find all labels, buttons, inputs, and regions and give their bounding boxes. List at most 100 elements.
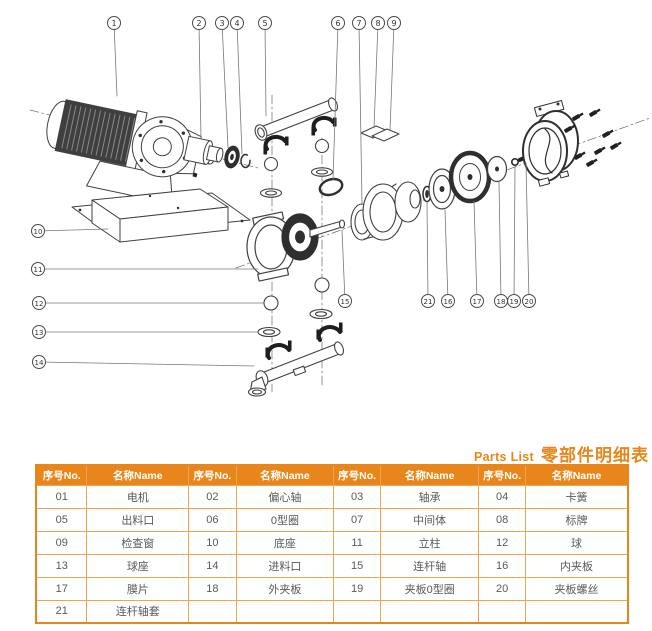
part-name-cell: 连杆轴套: [86, 599, 190, 624]
part-number-cell: [188, 599, 237, 624]
svg-text:17: 17: [473, 298, 482, 306]
svg-text:21: 21: [424, 298, 433, 306]
svg-text:14: 14: [35, 359, 44, 367]
part-number-cell: 09: [35, 530, 88, 555]
table-header-cell: 名称Name: [380, 464, 480, 486]
part-number-cell: 07: [333, 507, 382, 532]
parts-list-title-en: Parts List: [474, 450, 534, 464]
part-name-cell: 卡簧: [525, 484, 629, 509]
callout-3: 3: [215, 16, 229, 149]
part-name-cell: 膜片: [86, 576, 190, 601]
part-number-cell: 14: [188, 553, 237, 578]
part-name-cell: 球: [525, 530, 629, 555]
svg-text:4: 4: [234, 19, 239, 28]
callout-15: 15: [338, 229, 352, 308]
svg-text:8: 8: [375, 19, 380, 28]
callout-6: 6: [331, 16, 345, 181]
callout-9: 9: [387, 16, 401, 132]
callout-14: 14: [32, 355, 255, 369]
part-name-cell: 0型圈: [235, 507, 335, 532]
callout-10: 10: [31, 224, 109, 238]
callout-16: 16: [441, 209, 455, 308]
part-name-cell: 底座: [235, 530, 335, 555]
inspection-window: [371, 128, 400, 142]
inlet-pipe: [247, 322, 345, 397]
part-number-cell: 21: [35, 599, 88, 624]
part-name-cell: 电机: [86, 484, 190, 509]
outlet-pipe: [254, 97, 339, 155]
part-name-cell: 球座: [86, 553, 190, 578]
part-name-cell: 出料口: [86, 507, 190, 532]
part-name-cell: 外夹板: [235, 576, 335, 601]
svg-text:12: 12: [35, 300, 44, 308]
part-name-cell: 立柱: [380, 530, 480, 555]
callout-13: 13: [32, 325, 259, 339]
svg-text:2: 2: [196, 19, 201, 28]
part-name-cell: [380, 599, 480, 624]
pump-head: [246, 211, 319, 282]
svg-text:7: 7: [356, 19, 361, 28]
part-number-cell: 17: [35, 576, 88, 601]
svg-text:9: 9: [391, 19, 396, 28]
table-header-cell: 序号No.: [188, 464, 237, 486]
callout-7: 7: [352, 16, 366, 205]
svg-text:13: 13: [35, 329, 44, 337]
part-number-cell: 19: [333, 576, 382, 601]
callout-2: 2: [192, 16, 206, 140]
part-number-cell: 01: [35, 484, 88, 509]
part-number-cell: 03: [333, 484, 382, 509]
part-number-cell: 16: [478, 553, 527, 578]
housing: [522, 100, 579, 187]
part-name-cell: 夹板螺丝: [525, 576, 629, 601]
svg-text:5: 5: [262, 19, 267, 28]
part-name-cell: 内夹板: [525, 553, 629, 578]
part-number-cell: 13: [35, 553, 88, 578]
part-number-cell: [333, 599, 382, 624]
svg-text:15: 15: [341, 298, 350, 306]
callout-21: 21: [421, 201, 435, 308]
part-number-cell: 10: [188, 530, 237, 555]
callout-11: 11: [31, 262, 259, 276]
part-number-cell: 20: [478, 576, 527, 601]
table-header-cell: 名称Name: [525, 464, 629, 486]
part-number-cell: 06: [188, 507, 237, 532]
part-name-cell: 中间体: [380, 507, 480, 532]
table-header-cell: 序号No.: [478, 464, 527, 486]
diaphragm: [448, 150, 492, 204]
part-name-cell: 偏心轴: [235, 484, 335, 509]
o-ring: [318, 177, 344, 197]
part-name-cell: 检查窗: [86, 530, 190, 555]
part-number-cell: 15: [333, 553, 382, 578]
bearing: [224, 145, 240, 169]
table-header-cell: 名称Name: [86, 464, 190, 486]
callout-4: 4: [230, 16, 244, 155]
callout-8: 8: [371, 16, 385, 129]
callout-5: 5: [258, 16, 272, 117]
table-header-cell: 名称Name: [235, 464, 335, 486]
shaft-key: [192, 172, 198, 178]
clamp-o-ring: [510, 158, 519, 167]
callout-19: 19: [507, 165, 521, 308]
part-number-cell: 08: [478, 507, 527, 532]
part-number-cell: 12: [478, 530, 527, 555]
circlip: [240, 153, 251, 169]
table-header-cell: 序号No.: [333, 464, 382, 486]
callout-18: 18: [494, 181, 508, 308]
callout-12: 12: [32, 296, 265, 310]
part-name-cell: [525, 599, 629, 624]
part-name-cell: 轴承: [380, 484, 480, 509]
part-name-cell: 夹板0型圈: [380, 576, 480, 601]
part-number-cell: 04: [478, 484, 527, 509]
